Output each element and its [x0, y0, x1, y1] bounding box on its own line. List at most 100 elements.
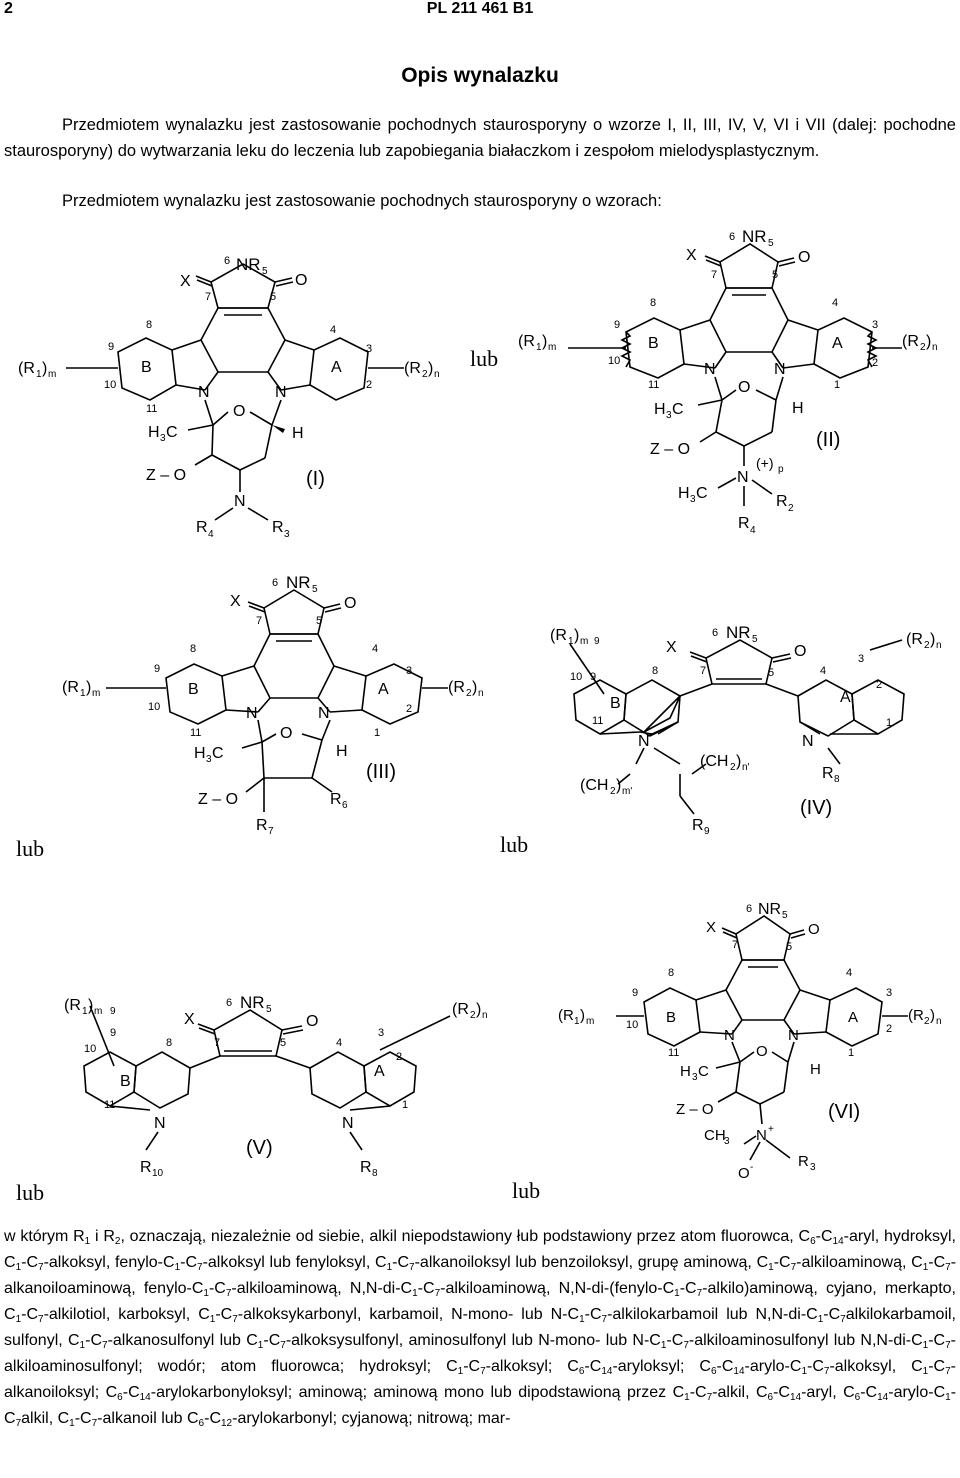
svg-text:8: 8 [650, 297, 656, 309]
formula-i-label: (I) [306, 468, 325, 490]
connector-lub-4: lub [16, 1180, 45, 1205]
svg-text:7: 7 [268, 826, 274, 837]
svg-text:R: R [196, 519, 208, 536]
svg-text:R: R [822, 765, 834, 782]
svg-text:H: H [680, 1063, 691, 1080]
svg-text:9: 9 [632, 987, 638, 999]
svg-text:11: 11 [104, 1099, 115, 1111]
svg-text:7: 7 [214, 1037, 220, 1049]
svg-text:(R: (R [518, 333, 535, 350]
svg-text:10: 10 [104, 379, 116, 391]
svg-text:11: 11 [648, 379, 659, 391]
svg-text:1: 1 [36, 369, 42, 380]
svg-text:6: 6 [729, 231, 735, 243]
svg-text:N: N [737, 469, 749, 486]
svg-text:m: m [92, 688, 100, 699]
svg-text:1: 1 [848, 1047, 854, 1059]
svg-text:10: 10 [152, 1168, 164, 1179]
svg-text:A: A [840, 689, 851, 706]
svg-text:n: n [478, 688, 484, 699]
svg-text:2: 2 [788, 503, 794, 514]
svg-text:CH: CH [704, 1127, 726, 1144]
svg-text:H: H [194, 745, 206, 762]
svg-text:10: 10 [570, 671, 582, 683]
svg-text:): ) [88, 997, 93, 1014]
svg-text:1: 1 [80, 688, 86, 699]
svg-text:m: m [48, 369, 56, 380]
svg-text:N: N [275, 384, 287, 401]
svg-text:2: 2 [886, 1023, 892, 1035]
svg-text:n': n' [742, 762, 750, 773]
svg-text:5: 5 [768, 238, 774, 249]
svg-text:2: 2 [396, 1051, 402, 1063]
formula-ii-label: (II) [816, 429, 840, 451]
svg-text:5: 5 [768, 667, 774, 679]
svg-text:): ) [86, 679, 91, 696]
svg-text:N: N [756, 1127, 767, 1144]
svg-text:A: A [378, 681, 389, 698]
svg-text:2: 2 [422, 369, 428, 380]
svg-text:4: 4 [330, 324, 336, 336]
svg-text:9: 9 [110, 1006, 116, 1017]
svg-text:5: 5 [752, 634, 758, 645]
svg-text:): ) [574, 627, 579, 644]
connector-lub-1: lub [470, 346, 499, 371]
svg-text:N: N [154, 1115, 166, 1132]
svg-text:Z – O: Z – O [146, 467, 186, 484]
svg-text:X: X [230, 593, 241, 610]
svg-text:m: m [548, 342, 556, 353]
svg-text:m: m [580, 636, 588, 647]
svg-text:11: 11 [146, 403, 157, 415]
svg-text:1: 1 [402, 1099, 408, 1111]
svg-text:B: B [610, 695, 621, 712]
svg-text:(R: (R [18, 360, 35, 377]
svg-text:(R: (R [64, 997, 81, 1014]
svg-text:N: N [318, 705, 330, 722]
svg-text:Z – O: Z – O [198, 791, 238, 808]
svg-text:B: B [666, 1009, 676, 1026]
svg-text:3: 3 [366, 343, 372, 355]
svg-text:): ) [542, 333, 547, 350]
svg-text:11: 11 [190, 727, 201, 739]
svg-text:(CH: (CH [700, 753, 728, 770]
svg-text:(R: (R [558, 1007, 574, 1024]
svg-text:2: 2 [610, 786, 616, 797]
svg-text:4: 4 [846, 967, 852, 979]
svg-text:N: N [802, 733, 814, 750]
svg-text:5: 5 [280, 1037, 286, 1049]
svg-text:): ) [472, 679, 477, 696]
svg-text:8: 8 [652, 665, 658, 677]
svg-text:3: 3 [692, 1072, 698, 1083]
svg-text:2: 2 [876, 679, 882, 691]
svg-text:9: 9 [108, 341, 114, 353]
connector-lub-2: lub [16, 836, 45, 861]
svg-text:5: 5 [772, 269, 778, 281]
svg-text:R: R [360, 1159, 372, 1176]
svg-text:6: 6 [226, 997, 232, 1009]
svg-text:p: p [778, 464, 784, 475]
svg-text:C: C [698, 1063, 709, 1080]
svg-text:O: O [808, 921, 820, 938]
svg-text:NR: NR [758, 901, 781, 918]
svg-text:X: X [180, 273, 191, 290]
section-title: Opis wynalazku [401, 64, 559, 87]
intro-paragraph: Przedmiotem wynalazku jest zastosowanie … [4, 116, 956, 160]
svg-text:m: m [94, 1006, 102, 1017]
svg-text:(R: (R [448, 679, 465, 696]
svg-text:7: 7 [256, 615, 262, 627]
svg-text:11: 11 [668, 1047, 679, 1059]
svg-text:n: n [482, 1010, 488, 1021]
formulas-intro: Przedmiotem wynalazku jest zastosowanie … [62, 192, 662, 210]
svg-text:5: 5 [266, 1004, 272, 1015]
svg-text:H: H [678, 485, 690, 502]
svg-text:n: n [932, 342, 938, 353]
svg-text:3: 3 [886, 987, 892, 999]
connector-lub-3: lub [500, 832, 529, 857]
svg-text:(R: (R [452, 1001, 469, 1018]
svg-text:9: 9 [614, 319, 620, 331]
svg-text:8: 8 [668, 967, 674, 979]
